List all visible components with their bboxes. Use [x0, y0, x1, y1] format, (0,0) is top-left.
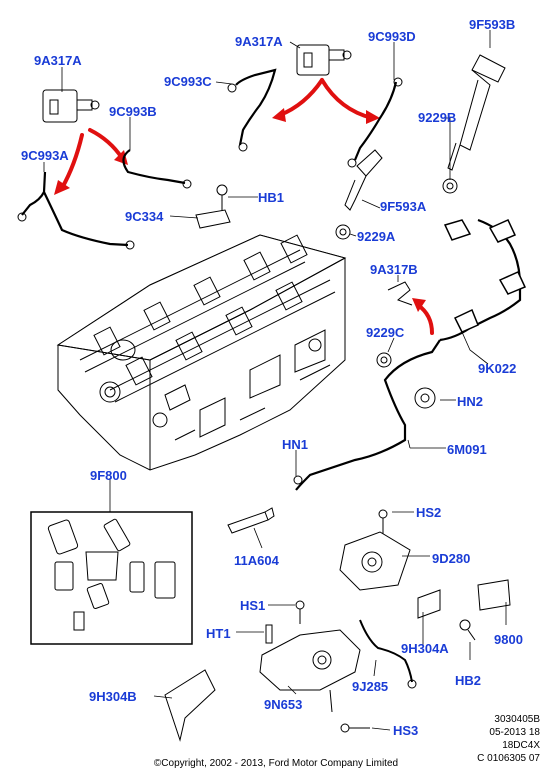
- callout-hs2[interactable]: HS2: [416, 505, 442, 520]
- nut-hb2: [407, 679, 417, 689]
- arrow-heads: [54, 108, 426, 312]
- injector-9f593b: [442, 54, 506, 194]
- clip-9a317b: [387, 281, 413, 306]
- fastener-ht1: [265, 624, 273, 644]
- harness-9k022: [443, 219, 527, 333]
- clamp-9c334: [195, 184, 231, 229]
- callout-9d280[interactable]: 9D280: [432, 551, 471, 566]
- pipe-nuts: [17, 77, 403, 250]
- callout-9h304a[interactable]: 9H304A: [401, 641, 449, 656]
- bracket-9h304a: [417, 589, 441, 619]
- callout-9800[interactable]: 9800: [494, 632, 523, 647]
- callout-9c334[interactable]: 9C334: [125, 209, 164, 224]
- bolt-hb2: [459, 619, 476, 641]
- copyright-notice: ©Copyright, 2002 - 2013, Ford Motor Comp…: [153, 758, 399, 769]
- callout-9c993d[interactable]: 9C993D: [368, 29, 416, 44]
- callout-9229b[interactable]: 9229B: [418, 110, 457, 125]
- fastener-hs3: [340, 723, 370, 733]
- reference-info: 3030405B 05-2013 18 18DC4X C 0106305 07: [440, 713, 540, 765]
- callout-hb2[interactable]: HB2: [455, 673, 482, 688]
- callout-9j285[interactable]: 9J285: [352, 679, 389, 694]
- callout-9f593b[interactable]: 9F593B: [469, 17, 516, 32]
- sensor-9a317a-top: [296, 44, 352, 76]
- info-line-3: 18DC4X: [502, 740, 540, 751]
- info-line-1: 3030405B: [494, 714, 540, 725]
- sensor-9a317a-left: [42, 89, 100, 123]
- callout-9a317a-left[interactable]: 9A317A: [34, 53, 82, 68]
- bracket-9n653: [259, 629, 361, 713]
- glow-plug-11a604: [227, 507, 275, 534]
- leader-lines: [43, 30, 507, 731]
- callout-9229c[interactable]: 9229C: [366, 325, 405, 340]
- callout-9c993b[interactable]: 9C993B: [109, 104, 157, 119]
- callout-9229a[interactable]: 9229A: [357, 229, 396, 244]
- info-line-2: 05-2013 18: [489, 727, 540, 738]
- sensor-hn2: [414, 387, 436, 409]
- kit-parts: [47, 518, 176, 631]
- cylinder-head: [56, 234, 347, 471]
- bracket-9800: [477, 579, 511, 611]
- callout-hs3[interactable]: HS3: [393, 723, 419, 738]
- callout-9f800[interactable]: 9F800: [90, 468, 127, 483]
- callout-11a604[interactable]: 11A604: [234, 553, 279, 568]
- shield-9h304b: [164, 669, 216, 742]
- callout-9f593a[interactable]: 9F593A: [380, 199, 427, 214]
- callout-9c993a[interactable]: 9C993A: [21, 148, 69, 163]
- injector-9f593a: [335, 149, 383, 240]
- callout-hs1[interactable]: HS1: [240, 598, 266, 613]
- callout-hb1[interactable]: HB1: [258, 190, 285, 205]
- callout-9h304b[interactable]: 9H304B: [89, 689, 137, 704]
- info-line-4: C 0106305 07: [477, 753, 540, 764]
- fuel-pump-9d280: [339, 509, 411, 591]
- callout-9a317a-top[interactable]: 9A317A: [235, 34, 283, 49]
- pipe-9j285: [359, 619, 413, 683]
- kit-box-9f800: [30, 511, 193, 645]
- callout-hn2[interactable]: HN2: [457, 394, 484, 409]
- callout-hn1[interactable]: HN1: [282, 437, 309, 452]
- fastener-hs1: [295, 600, 305, 624]
- callout-9k022[interactable]: 9K022: [478, 361, 517, 376]
- washer-9229c: [376, 352, 392, 368]
- nut-hn1: [293, 475, 303, 485]
- callout-ht1[interactable]: HT1: [206, 626, 231, 641]
- callout-6m091[interactable]: 6M091: [447, 442, 487, 457]
- callout-9c993c[interactable]: 9C993C: [164, 74, 212, 89]
- callout-9a317b[interactable]: 9A317B: [370, 262, 418, 277]
- callout-9n653[interactable]: 9N653: [264, 697, 303, 712]
- camshaft-caps: [93, 234, 308, 386]
